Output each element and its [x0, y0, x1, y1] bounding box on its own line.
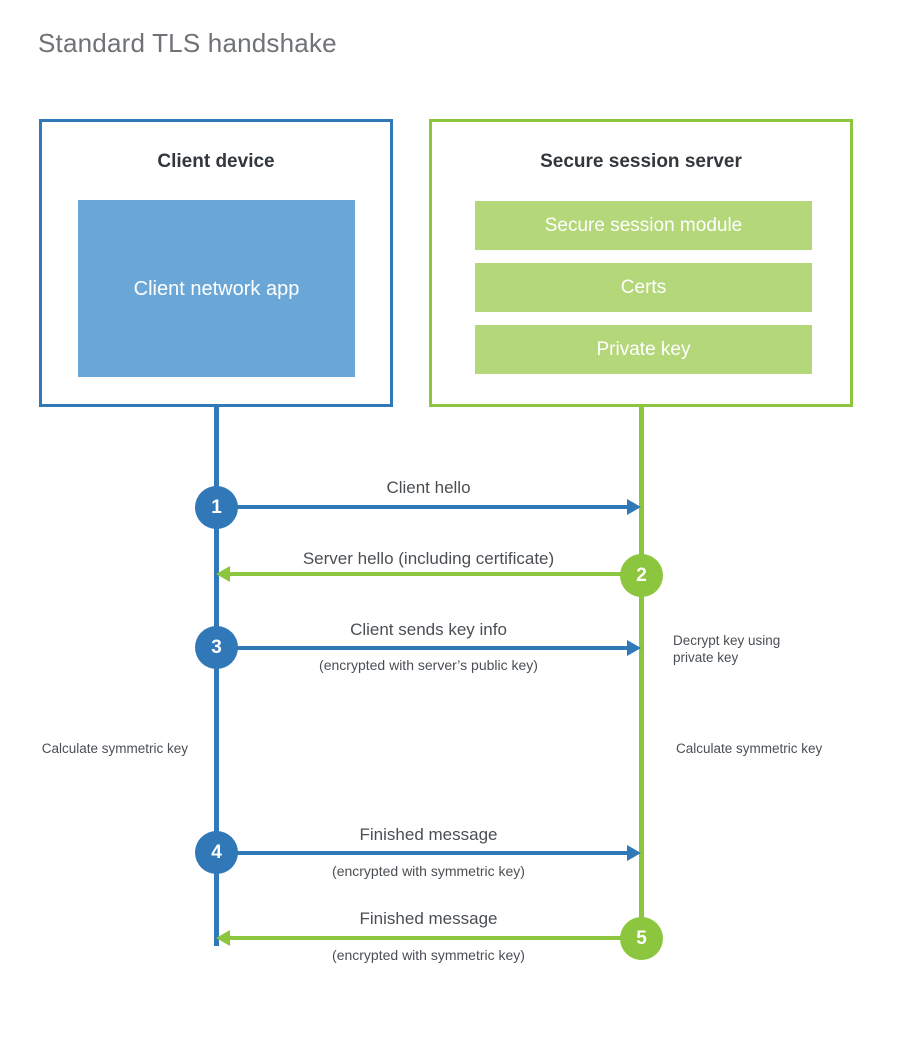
page-title: Standard TLS handshake: [38, 28, 337, 58]
client-lifeline: [214, 406, 219, 946]
step-5-label: Finished message: [359, 909, 498, 928]
arrowhead-left-icon: [216, 930, 230, 946]
server-lifeline: [639, 406, 644, 939]
step-5-arrow: [216, 930, 641, 946]
server-calculate-note: Calculate symmetric key: [676, 741, 823, 756]
arrowhead-right-icon: [627, 845, 641, 861]
client-device-title: Client device: [157, 151, 275, 172]
server-module-private-key: Private key: [475, 325, 812, 374]
arrowhead-right-icon: [627, 640, 641, 656]
step-2-arrow: [216, 566, 641, 582]
step-2-marker: 2: [620, 554, 663, 597]
step-4-marker: 4: [195, 831, 238, 874]
client-network-app-panel: Client network app: [78, 200, 355, 377]
secure-session-server-box: Secure session server Secure session mod…: [429, 119, 853, 407]
step-5-marker: 5: [620, 917, 663, 960]
client-device-box: Client device Client network app: [39, 119, 393, 407]
arrowhead-left-icon: [216, 566, 230, 582]
server-module-list: Secure session module Certs Private key: [475, 201, 812, 374]
server-module-secure-session-module: Secure session module: [475, 201, 812, 250]
server-decrypt-note: Decrypt key using private key: [673, 633, 781, 665]
client-calculate-note: Calculate symmetric key: [41, 741, 188, 756]
server-module-label: Private key: [596, 338, 691, 360]
client-network-app-label: Client network app: [133, 277, 300, 300]
step-1-arrow: [216, 499, 641, 515]
step-3-label: Client sends key info: [350, 620, 507, 639]
step-1-marker: 1: [195, 486, 238, 529]
step-2-label: Server hello (including certificate): [302, 549, 555, 568]
server-module-label: Certs: [620, 276, 667, 298]
step-3-marker: 3: [195, 626, 238, 669]
secure-session-server-title: Secure session server: [540, 151, 742, 172]
step-3-arrow: [216, 640, 641, 656]
server-module-label: Secure session module: [544, 214, 743, 236]
step-4-arrow: [216, 845, 641, 861]
step-4-label: Finished message: [359, 825, 498, 844]
arrowhead-right-icon: [627, 499, 641, 515]
step-4-sublabel: (encrypted with symmetric key): [332, 863, 525, 879]
step-5-sublabel: (encrypted with symmetric key): [332, 947, 525, 963]
step-3-sublabel: (encrypted with server’s public key): [319, 657, 538, 673]
step-1-label: Client hello: [386, 478, 471, 497]
server-module-certs: Certs: [475, 263, 812, 312]
